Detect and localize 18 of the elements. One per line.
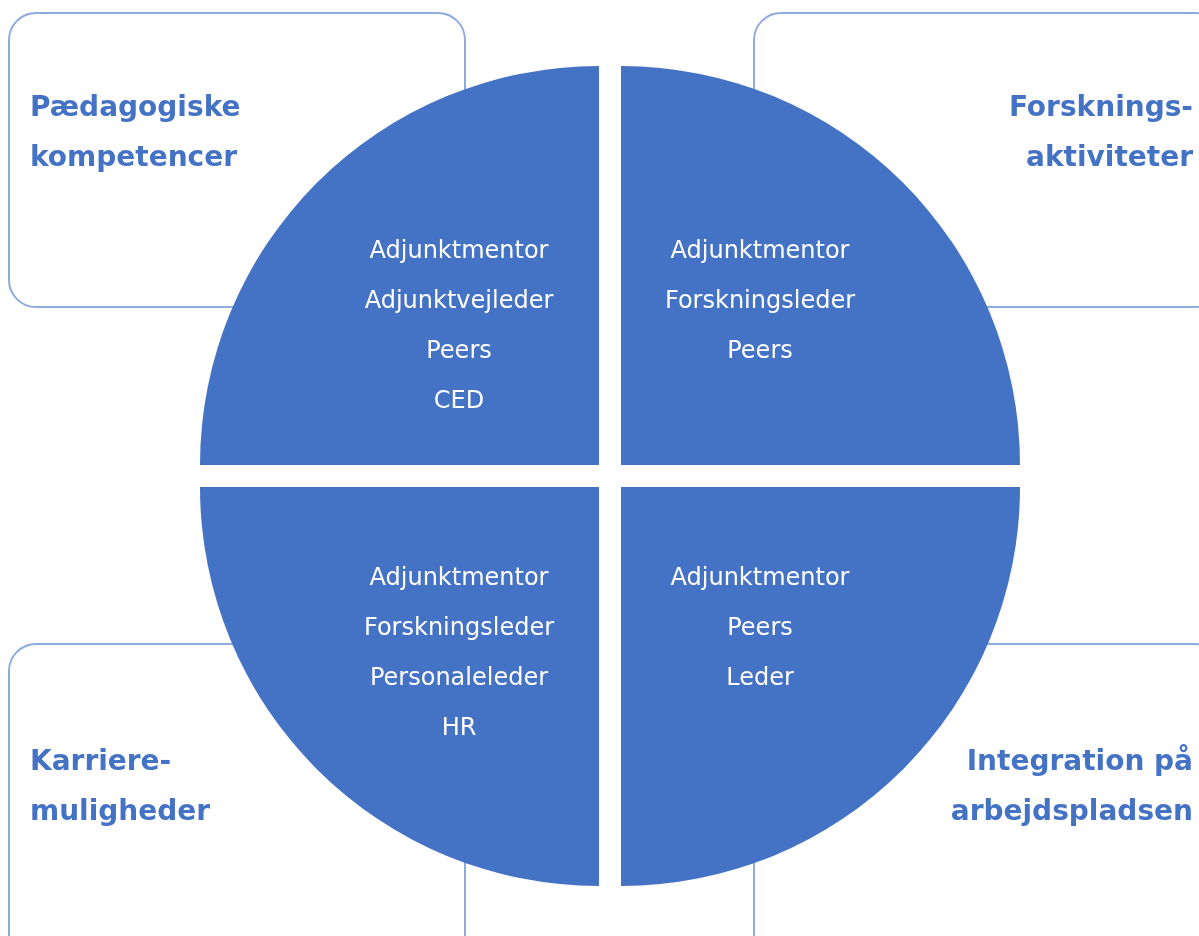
role-name: Adjunktvejleder — [364, 285, 554, 316]
role-name: Personaleleder — [369, 662, 549, 693]
role-name: Peers — [727, 612, 793, 643]
box-heading: Karriere-muligheder — [30, 743, 212, 829]
role-name: Adjunktmentor — [670, 562, 850, 593]
box-heading: Integration på arbejdspladsen — [949, 743, 1193, 829]
role-name: Forskningsleder — [665, 285, 855, 316]
role-name: Adjunktmentor — [369, 235, 549, 266]
role-name: Forskningsleder — [364, 612, 554, 643]
role-name: Adjunktmentor — [670, 235, 850, 266]
role-name: Peers — [727, 335, 793, 366]
role-name: Peers — [426, 335, 492, 366]
role-name: CED — [433, 385, 485, 416]
box-heading: Pædagogiske kompetencer — [30, 89, 242, 175]
role-name: HR — [441, 712, 477, 743]
role-name: Adjunktmentor — [369, 562, 549, 593]
box-heading: Forsknings-aktiviteter — [1007, 89, 1193, 175]
role-name: Leder — [726, 662, 794, 693]
